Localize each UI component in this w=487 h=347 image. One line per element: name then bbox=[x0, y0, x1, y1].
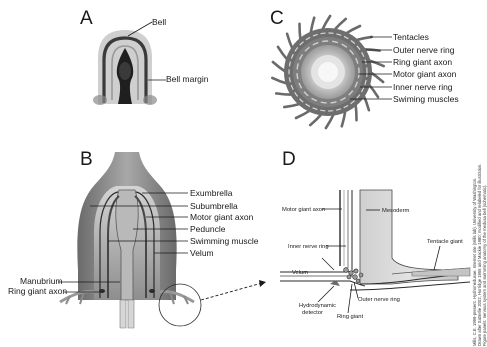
tentacle-giant-label: Tentacle giant bbox=[427, 239, 463, 245]
outer-nerve-ring-label: Outer nerve ring bbox=[393, 45, 455, 55]
ring-giant-label: Ring giant bbox=[337, 314, 363, 320]
panel-b-bell-drawing bbox=[60, 152, 194, 328]
motor-giant-axon-label-d: Motor giant axon bbox=[282, 207, 325, 213]
credit-line-3: Figure panels: nervous system and swimmi… bbox=[482, 184, 487, 346]
magnify-arrow-head bbox=[259, 280, 266, 287]
tentacle bbox=[334, 19, 346, 31]
panel-d: D Motor gi bbox=[280, 149, 470, 320]
inner-nerve-ring-label-d: Inner nerve ring bbox=[288, 244, 329, 250]
tentacles-label: Tentacles bbox=[393, 32, 429, 42]
magnify-circle bbox=[159, 284, 201, 326]
ring-giant-leader bbox=[348, 284, 352, 313]
panel-a-bell-drawing bbox=[93, 30, 157, 105]
ring-giant-axon-label-b: Ring giant axon bbox=[8, 286, 67, 296]
panel-c-letter: C bbox=[270, 8, 284, 29]
bell-margin-label: Bell margin bbox=[166, 74, 209, 84]
outer-nerve-ring-label-d: Outer nerve ring bbox=[358, 297, 400, 303]
detector-label: detector bbox=[302, 310, 323, 316]
bell-label: Bell bbox=[152, 17, 166, 27]
motor-giant-axon-label-b: Motor giant axon bbox=[190, 212, 254, 222]
panel-a: A Bell Bell margin bbox=[80, 8, 209, 105]
panel-c: C Tentacles Outer nerve ring Ring giant … bbox=[270, 8, 459, 128]
tentacle-giant-leader bbox=[434, 246, 440, 270]
panel-b-letter: B bbox=[80, 149, 93, 170]
manubrium-label: Manubrium bbox=[20, 276, 63, 286]
peduncle-label: Peduncle bbox=[190, 224, 226, 234]
magnify-arrow-line bbox=[201, 283, 262, 300]
velum-label-d: Velum bbox=[292, 270, 308, 276]
hydrodynamic-detector-leader bbox=[318, 286, 334, 302]
hydrodynamic-label: Hydrodynamic bbox=[299, 303, 336, 309]
mesoderm-label: Mesoderm bbox=[382, 208, 410, 214]
swimming-muscle-label: Swimming muscle bbox=[190, 236, 259, 246]
velum-label-b: Velum bbox=[190, 248, 214, 258]
exumbrella-label: Exumbrella bbox=[190, 188, 233, 198]
panel-c-disc-drawing bbox=[284, 28, 372, 116]
swimming-muscles-label: Swiming muscles bbox=[393, 94, 459, 104]
panel-d-letter: D bbox=[282, 149, 296, 170]
panel-a-letter: A bbox=[80, 8, 93, 29]
panel-b: B Exumbrella Subumbrella Motor giant axo… bbox=[8, 149, 266, 328]
motor-giant-axon-label-c: Motor giant axon bbox=[393, 69, 457, 79]
tentacle bbox=[310, 114, 322, 126]
credit-block: Mills, C.E. 1999-present. Hydromedusae. … bbox=[472, 164, 487, 347]
subumbrella-label: Subumbrella bbox=[190, 201, 238, 211]
ring-giant-axon-label: Ring giant axon bbox=[393, 57, 452, 67]
inner-nerve-ring-label-c: Inner nerve ring bbox=[393, 82, 453, 92]
